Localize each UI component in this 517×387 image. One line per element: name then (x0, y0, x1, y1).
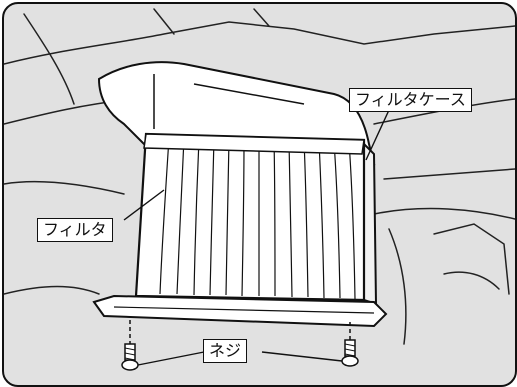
filter-case-label: フィルタケース (349, 88, 472, 112)
filter-label: フィルタ (37, 218, 113, 242)
cabin-filter-illustration (4, 8, 515, 371)
screw-right (341, 322, 359, 367)
screw-label: ネジ (203, 339, 248, 363)
filter-pleats (159, 137, 356, 300)
screw-left (121, 320, 139, 371)
filter-case (363, 141, 378, 306)
bottom-cover (92, 294, 388, 328)
filter-element (134, 132, 366, 302)
leader-lines (123, 109, 390, 366)
background-linework (4, 8, 515, 345)
